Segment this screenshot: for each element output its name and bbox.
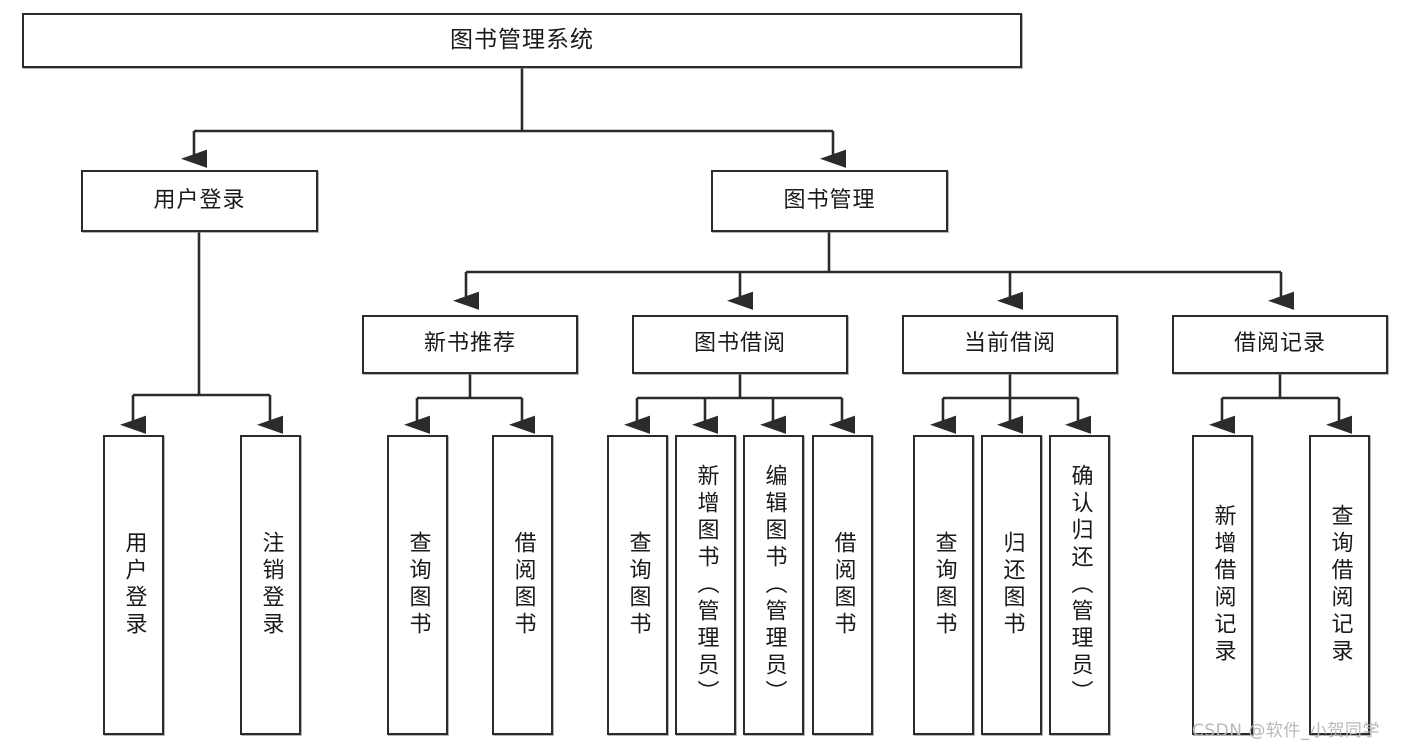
leaf-current-borrow-query-label: 查询图书 <box>931 531 957 639</box>
node-user-login-label: 用户登录 <box>153 187 246 213</box>
leaf-current-borrow-confirm-label: 确认归还（管理员） <box>1067 463 1093 707</box>
leaf-book-borrow-edit-label: 编辑图书（管理员） <box>761 463 787 707</box>
leaf-book-borrow-query[interactable]: 查询图书 <box>607 435 668 735</box>
node-new-book-recommend[interactable]: 新书推荐 <box>362 315 578 374</box>
leaf-new-book-borrow[interactable]: 借阅图书 <box>492 435 553 735</box>
node-book-management-label: 图书管理 <box>783 187 876 213</box>
node-user-login[interactable]: 用户登录 <box>81 170 318 232</box>
leaf-new-book-borrow-label: 借阅图书 <box>510 531 536 639</box>
leaf-current-borrow-confirm[interactable]: 确认归还（管理员） <box>1049 435 1110 735</box>
node-new-book-recommend-label: 新书推荐 <box>423 331 516 357</box>
node-root-label: 图书管理系统 <box>450 26 594 53</box>
leaf-new-book-query-label: 查询图书 <box>405 531 431 639</box>
node-current-borrow-label: 当前借阅 <box>963 331 1056 357</box>
leaf-book-borrow-edit[interactable]: 编辑图书（管理员） <box>743 435 804 735</box>
leaf-user-login-login-label: 用户登录 <box>121 531 147 639</box>
leaf-borrow-record-query-label: 查询借阅记录 <box>1327 504 1353 666</box>
leaf-book-borrow-borrow-label: 借阅图书 <box>830 531 856 639</box>
node-book-borrow-label: 图书借阅 <box>693 331 786 357</box>
leaf-book-borrow-borrow[interactable]: 借阅图书 <box>812 435 873 735</box>
leaf-borrow-record-add[interactable]: 新增借阅记录 <box>1192 435 1253 735</box>
leaf-current-borrow-return-label: 归还图书 <box>999 531 1025 639</box>
leaf-current-borrow-return[interactable]: 归还图书 <box>981 435 1042 735</box>
leaf-user-login-logout[interactable]: 注销登录 <box>240 435 301 735</box>
leaf-borrow-record-query[interactable]: 查询借阅记录 <box>1309 435 1370 735</box>
leaf-book-borrow-query-label: 查询图书 <box>625 531 651 639</box>
leaf-new-book-query[interactable]: 查询图书 <box>387 435 448 735</box>
leaf-book-borrow-add-label: 新增图书（管理员） <box>693 463 719 707</box>
leaf-borrow-record-add-label: 新增借阅记录 <box>1210 504 1236 666</box>
leaf-user-login-login[interactable]: 用户登录 <box>103 435 164 735</box>
watermark-csdn: CSDN @软件_小贺同学 <box>1192 721 1380 741</box>
node-book-management[interactable]: 图书管理 <box>711 170 948 232</box>
leaf-user-login-logout-label: 注销登录 <box>258 531 284 639</box>
node-borrow-record[interactable]: 借阅记录 <box>1172 315 1388 374</box>
node-current-borrow[interactable]: 当前借阅 <box>902 315 1118 374</box>
node-root[interactable]: 图书管理系统 <box>22 13 1022 68</box>
leaf-book-borrow-add[interactable]: 新增图书（管理员） <box>675 435 736 735</box>
node-borrow-record-label: 借阅记录 <box>1233 331 1326 357</box>
leaf-current-borrow-query[interactable]: 查询图书 <box>913 435 974 735</box>
node-book-borrow[interactable]: 图书借阅 <box>632 315 848 374</box>
